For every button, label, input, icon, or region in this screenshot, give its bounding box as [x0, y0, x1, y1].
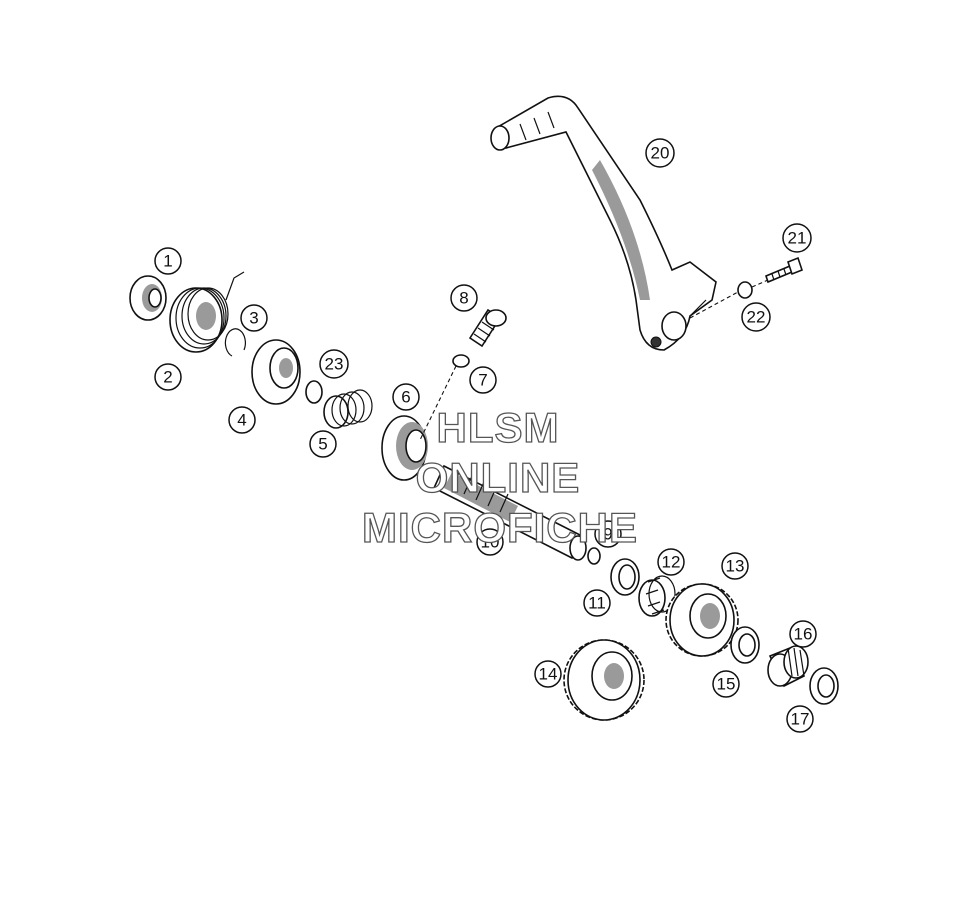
kick-lever — [490, 95, 717, 351]
kick-gear — [563, 639, 645, 721]
needle-bearing-12 — [638, 575, 676, 617]
watermark-line-1: HLSM — [437, 404, 560, 451]
callout-16-label: 16 — [794, 625, 813, 644]
callout-7-label: 7 — [478, 371, 487, 390]
shaft-seal — [129, 275, 167, 321]
watermark: HLSM ONLINE MICROFICHE — [361, 403, 638, 551]
callout-12-label: 12 — [662, 553, 681, 572]
callout-3-label: 3 — [249, 309, 258, 328]
bushing-17 — [809, 667, 839, 705]
callout-9: 9 — [594, 520, 622, 548]
callout-15-label: 15 — [717, 675, 736, 694]
kick-spring — [169, 271, 245, 353]
callout-17: 17 — [786, 705, 814, 733]
ratchet-gear — [381, 415, 428, 481]
callout-1: 1 — [154, 247, 182, 275]
callout-20-label: 20 — [651, 144, 670, 163]
watermark-line-3: MICROFICHE — [362, 504, 638, 551]
lever-washer — [737, 281, 753, 299]
callout-9-label: 9 — [603, 525, 612, 544]
circlip-3 — [224, 328, 246, 357]
callout-2: 2 — [154, 363, 182, 391]
callout-22-label: 22 — [747, 308, 766, 327]
callout-16: 16 — [789, 620, 817, 648]
callout-15: 15 — [712, 670, 740, 698]
callout-22: 22 — [741, 302, 771, 332]
callout-13-label: 13 — [726, 557, 745, 576]
callout-13: 13 — [721, 552, 749, 580]
callout-14-label: 14 — [539, 665, 558, 684]
callout-8: 8 — [450, 284, 478, 312]
watermark-line-2: ONLINE — [416, 454, 581, 501]
callout-17-label: 17 — [791, 710, 810, 729]
callout-11-label: 11 — [588, 594, 606, 613]
callout-10-label: 10 — [481, 533, 500, 552]
callout-23-label: 23 — [325, 355, 344, 374]
idler-gear — [665, 583, 739, 657]
callout-11: 11 — [583, 589, 611, 617]
callout-12: 12 — [657, 548, 685, 576]
callout-21-label: 21 — [788, 229, 807, 248]
callout-20: 20 — [645, 138, 675, 168]
lever-bolt — [765, 256, 803, 284]
needle-bearing-16 — [767, 645, 809, 688]
callout-8-label: 8 — [459, 289, 468, 308]
spring-guide-disc — [251, 339, 301, 405]
callout-7: 7 — [469, 366, 497, 394]
thrust-washer-11 — [610, 558, 640, 596]
ratchet-washer — [452, 354, 470, 368]
callout-10: 10 — [476, 528, 504, 556]
callout-21: 21 — [782, 223, 812, 253]
callout-2-label: 2 — [163, 368, 172, 387]
callout-23: 23 — [319, 349, 349, 379]
ring-23 — [305, 380, 323, 404]
ratchet-bolt — [468, 308, 507, 348]
compression-spring — [323, 389, 373, 429]
thrust-washer-15 — [730, 626, 760, 664]
callout-14: 14 — [534, 660, 562, 688]
callout-6: 6 — [392, 383, 420, 411]
callout-5-label: 5 — [318, 435, 327, 454]
callout-1-label: 1 — [163, 252, 172, 271]
callout-5: 5 — [309, 430, 337, 458]
callout-3: 3 — [240, 304, 268, 332]
callout-4-label: 4 — [237, 411, 246, 430]
callout-4: 4 — [228, 406, 256, 434]
callout-6-label: 6 — [401, 388, 410, 407]
washer-9 — [587, 547, 601, 565]
kick-shaft — [432, 464, 587, 561]
